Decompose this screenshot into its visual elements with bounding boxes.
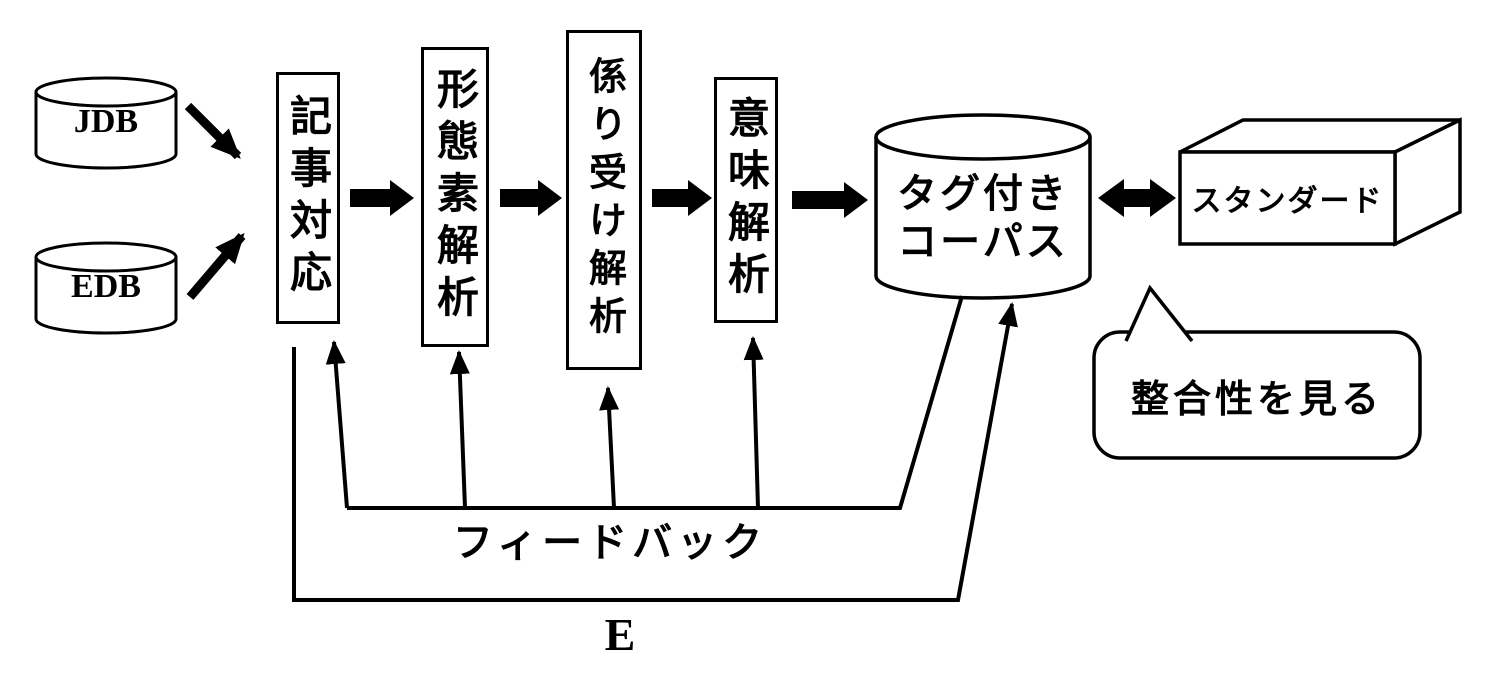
stage-label-article-alignment: 記事対応 — [284, 94, 332, 302]
corpus-cylinder — [874, 113, 1092, 300]
e-feedback-line — [292, 302, 1018, 602]
stage-label-dependency-analysis: 係り受け解析 — [582, 56, 625, 344]
edb-to-stage-arrow — [186, 232, 246, 300]
e-label: E — [604, 608, 636, 660]
feedback-arrow-stage4 — [743, 336, 764, 509]
corpus-label-line1: タグ付き — [897, 172, 1069, 216]
flow-arrow-1 — [350, 180, 414, 216]
corpus-label: タグ付き コーパス — [876, 162, 1090, 274]
flow-arrow-4 — [792, 182, 868, 218]
speech-bubble-tail — [1124, 284, 1194, 343]
stage-label-semantic-analysis: 意味解析 — [722, 96, 770, 304]
feedback-arrow-stage3 — [599, 386, 620, 509]
feedback-line — [347, 295, 964, 510]
corpus-label-line2: コーパス — [897, 220, 1069, 264]
feedback-label: フィードバック — [452, 521, 768, 565]
feedback-arrow-stage2 — [449, 350, 470, 509]
jdb-database-label: JDB — [73, 103, 139, 140]
speech-bubble — [1092, 284, 1422, 460]
jdb-cylinder — [34, 76, 178, 170]
flow-arrow-2 — [500, 180, 562, 216]
speech-bubble-label: 整合性を見る — [1130, 378, 1383, 421]
stage-box-semantic-analysis: 意味解析 — [714, 77, 778, 323]
stage-box-dependency-analysis: 係り受け解析 — [566, 30, 642, 370]
standard-box-label: スタンダード — [1191, 185, 1384, 218]
edb-cylinder — [34, 241, 178, 335]
stage-box-article-alignment: 記事対応 — [276, 72, 340, 324]
feedback-arrow-stage1 — [325, 340, 349, 509]
stage-box-morphological-analysis: 形態素解析 — [421, 47, 489, 347]
edb-database-label: EDB — [71, 268, 141, 305]
corpus-standard-double-arrow — [1098, 179, 1176, 217]
flow-arrow-3 — [652, 180, 712, 216]
standard-box-3d — [1178, 117, 1462, 247]
jdb-to-stage-arrow — [184, 102, 242, 160]
stage-label-morphological-analysis: 形態素解析 — [431, 67, 479, 327]
